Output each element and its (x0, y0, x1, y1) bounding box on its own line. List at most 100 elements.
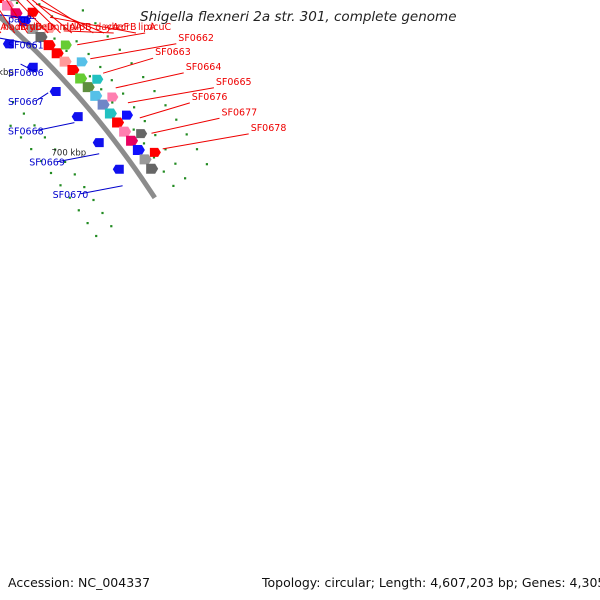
leader-line (139, 102, 190, 119)
forward-gene-feature (27, 23, 40, 34)
reverse-gene-labels: nagEubiFybeVybeUybeSybeRybeLtatEybeMcspE… (8, 0, 88, 201)
forward-gene-feature (44, 23, 56, 33)
forward-gene-feature (35, 31, 48, 42)
tick-dot (53, 37, 56, 40)
tick-dot (43, 136, 46, 139)
tick-dot (175, 118, 178, 121)
leader-line (0, 37, 37, 46)
reverse-gene-feature (2, 39, 14, 49)
tick-dot (106, 35, 109, 38)
tick-dot (65, 49, 68, 52)
tick-dot (162, 170, 165, 173)
leader-line (35, 122, 75, 132)
accession-label: Accession: NC_004337 (8, 575, 151, 590)
tick-dot (172, 184, 175, 187)
leader-line (127, 87, 214, 104)
tick-dot (184, 177, 187, 180)
leader-line (162, 133, 249, 150)
reverse-gene-label: SF0666 (8, 68, 44, 79)
tick-dot (63, 27, 66, 30)
tick-dot (195, 148, 199, 151)
forward-gene-label: SF0663 (155, 47, 191, 58)
tick-dot (40, 159, 43, 163)
forward-gene-feature (149, 147, 161, 157)
leader-line (90, 43, 177, 60)
forward-gene-label: rlpA (63, 22, 83, 33)
tick-dot (33, 124, 36, 127)
forward-gene-feature (119, 126, 132, 137)
leader-line (0, 14, 37, 20)
forward-gene-label: dacA (95, 22, 119, 33)
tick-dot (9, 124, 12, 127)
tick-dot (54, 148, 57, 151)
reverse-gene-feature (112, 164, 124, 174)
forward-gene-feature (97, 99, 110, 110)
forward-gene-label: lipA (138, 22, 156, 33)
tick-dot (122, 92, 125, 95)
tick-dot (174, 162, 177, 165)
reverse-gene-label: cspE (8, 0, 30, 1)
reverse-gene-label: SF0670 (53, 190, 89, 201)
tick-dot (101, 211, 104, 215)
tick-dot (118, 48, 121, 51)
tick-dot (88, 75, 91, 78)
tick-dot (99, 65, 102, 69)
reverse-gene-label: SF0668 (8, 127, 44, 138)
leader-line (57, 153, 100, 163)
forward-gene-label: SF0678 (251, 123, 287, 134)
genome-backbone (0, 13, 157, 200)
leader-line (102, 57, 154, 74)
leader-line (77, 32, 146, 46)
tick-dot (11, 101, 15, 104)
leader-line (31, 0, 73, 34)
tick-dot (110, 79, 113, 82)
tick-dot (81, 9, 84, 12)
leader-line (151, 117, 220, 134)
forward-gene-label: SF0664 (186, 62, 222, 73)
reverse-gene-feature (26, 62, 38, 72)
forward-gene-feature (132, 144, 145, 155)
forward-gene-feature (43, 40, 56, 51)
kbp-label: 690 kbp (0, 68, 14, 78)
tick-dot (64, 160, 67, 163)
tick-dot (164, 148, 167, 151)
tick-dot (73, 173, 76, 176)
leader-line (0, 9, 16, 34)
tick-dot (38, 3, 41, 6)
tick-dot (22, 112, 25, 115)
leader-line (115, 72, 184, 89)
forward-gene-feature (146, 163, 159, 174)
forward-gene-feature (139, 154, 152, 165)
tick-dot (19, 136, 23, 139)
reverse-gene-label: SF0667 (8, 97, 44, 108)
tick-dot (111, 101, 114, 104)
tick-dot (94, 22, 97, 25)
forward-gene-feature (92, 74, 104, 84)
leader-line (26, 0, 61, 34)
forward-gene-label: ybeF (106, 22, 129, 33)
forward-gene-label: mrdB (17, 22, 43, 33)
forward-gene-feature (122, 110, 134, 120)
tick-dot (142, 142, 146, 145)
tick-dot (154, 134, 157, 137)
tick-dot (59, 184, 62, 187)
tick-dot (100, 88, 103, 91)
reverse-gene-label: SF0669 (29, 158, 65, 169)
leader-line (80, 185, 123, 195)
leader-line (49, 16, 137, 34)
forward-gene-label: nadD (3, 22, 28, 33)
tick-dot (77, 209, 80, 212)
forward-gene-feature (51, 48, 64, 59)
tick-dots (9, 1, 208, 238)
forward-gene-feature (67, 65, 80, 76)
tick-dot (86, 222, 89, 225)
forward-gene-feature (90, 90, 103, 101)
forward-gene-label: dcuC (147, 22, 171, 33)
reverse-gene-feature (92, 138, 104, 148)
forward-gene-feature (104, 108, 117, 119)
tick-dot (185, 133, 188, 136)
forward-gene-feature (76, 57, 88, 67)
tick-dot (30, 148, 33, 151)
leader-line (40, 0, 94, 34)
